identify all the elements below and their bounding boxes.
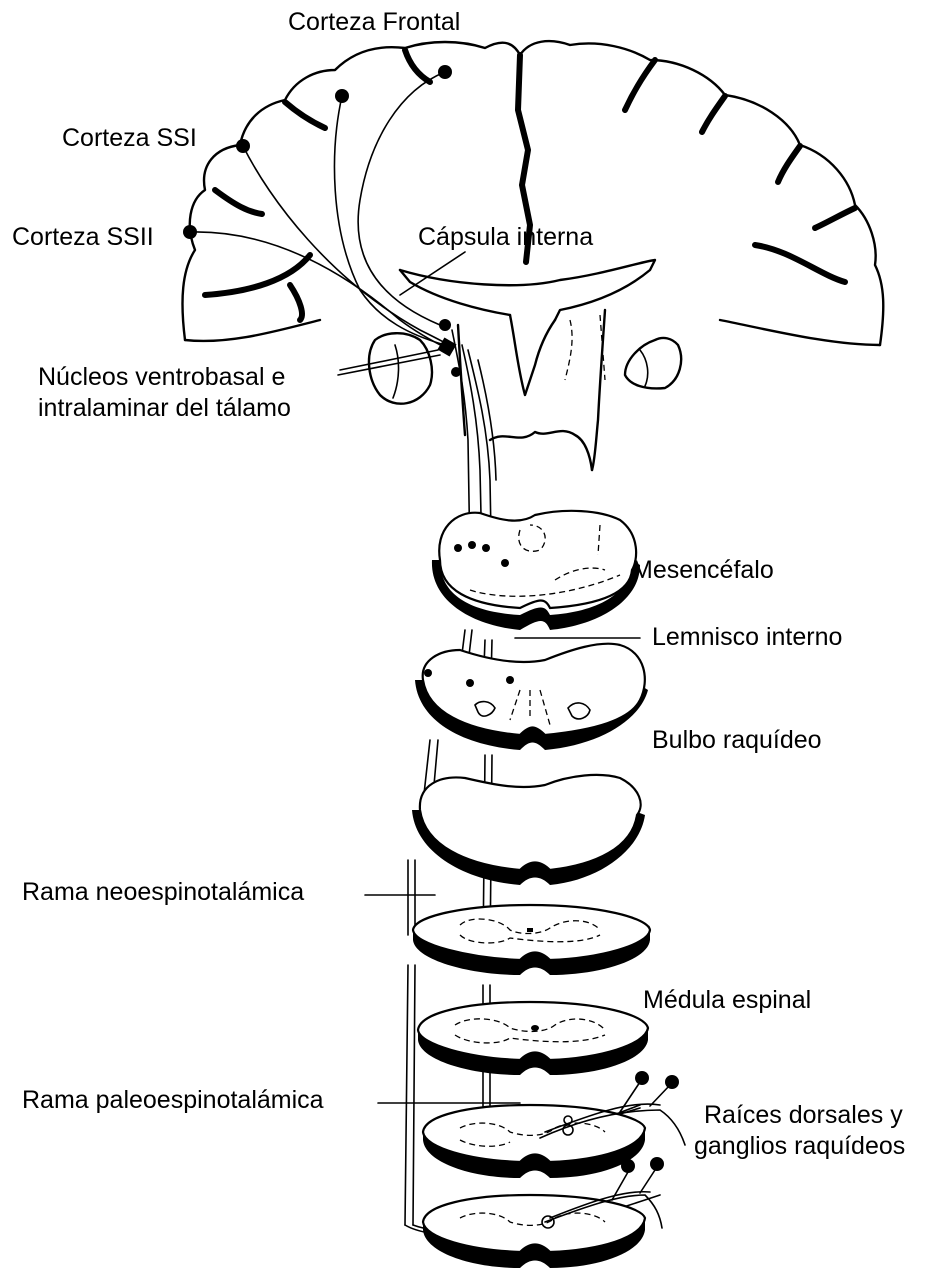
ganglion-dot-2 [665,1075,679,1089]
label-corteza-frontal: Corteza Frontal [288,10,460,35]
spinal-slab-4 [423,1195,645,1268]
mesencefalo-dot-2 [468,541,476,549]
mesencefalo-slab [432,511,640,630]
label-raices-line1: Raíces dorsales y [704,1103,903,1128]
corteza-ssi-dot [236,139,250,153]
mesencefalo-dot-1 [454,544,462,552]
ganglion-dot-3 [621,1159,635,1173]
corteza-ssii-dot [183,225,197,239]
thalamus-dot [439,319,451,331]
spinal-slab-3 [423,1105,645,1178]
thalamus-dot-2 [451,367,461,377]
label-bulbo-raquideo: Bulbo raquídeo [652,728,822,753]
nucleos-leader [338,355,440,375]
label-corteza-ssi: Corteza SSI [62,126,197,151]
bulbo-dot-2 [466,679,474,687]
nucleos-leader-2 [340,350,438,370]
label-capsula-interna: Cápsula interna [418,225,593,250]
label-raices-line2: ganglios raquídeos [694,1134,905,1159]
spinal-slab-2 [418,1002,648,1075]
bulbo-dot-3 [506,676,514,684]
ganglion-dot-1 [635,1071,649,1085]
corteza-frontal-dot-2 [335,89,349,103]
corteza-frontal-dot [438,65,452,79]
ganglion-dot-4 [650,1157,664,1171]
label-lemnisco-interno: Lemnisco interno [652,625,842,650]
lower-medulla-slab [412,775,645,885]
label-nucleos-line1: Núcleos ventrobasal e [38,365,285,390]
label-medula-espinal: Médula espinal [643,988,811,1013]
label-corteza-ssii: Corteza SSII [12,225,154,250]
label-rama-paleoespinotalamica: Rama paleoespinotalámica [22,1088,324,1113]
mesencefalo-dot-4 [501,559,509,567]
mesencefalo-dot-3 [482,544,490,552]
bulbo-slab [415,644,648,750]
label-rama-neoespinotalamica: Rama neoespinotalámica [22,880,304,905]
bulbo-dot-1 [424,669,432,677]
spinal-slab-1 [413,905,650,975]
label-mesencefalo: Mesencéfalo [632,558,774,583]
label-nucleos-line2: intralaminar del tálamo [38,396,291,421]
